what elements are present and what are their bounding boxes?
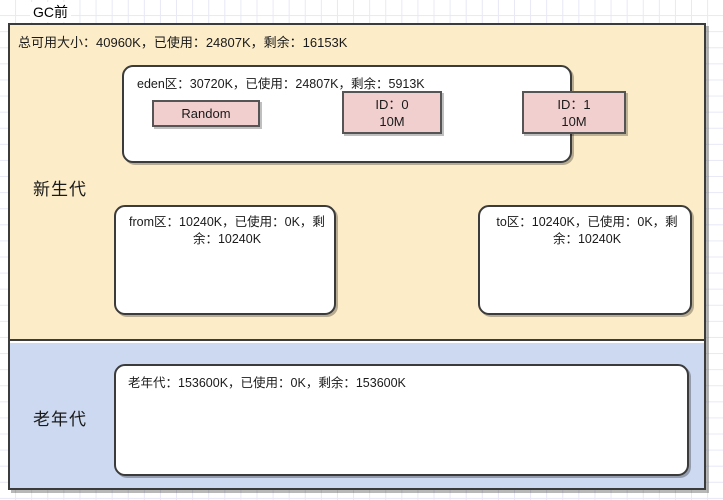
heap-frame: 总可用大小：40960K，已使用：24807K，剩余：16153K 新生代 ed… [8,23,706,490]
old-generation-space-caption: 老年代：153600K，已使用：0K，剩余：153600K [128,376,406,390]
young-generation-summary-text: 总可用大小：40960K，已使用：24807K，剩余：16153K [18,35,348,50]
to-survivor-space-caption: to区：10240K，已使用：0K，剩余：10240K [496,215,678,246]
eden-object-id-0-line1: ID：0 [375,96,409,112]
eden-object-id-0-line2: 10M [379,113,405,129]
from-survivor-space-box: from区：10240K，已使用：0K，剩余：10240K [114,205,336,315]
young-generation-region: 总可用大小：40960K，已使用：24807K，剩余：16153K 新生代 ed… [10,25,704,341]
old-generation-space-box: 老年代：153600K，已使用：0K，剩余：153600K [114,364,689,476]
eden-space-caption: eden区：30720K，已使用：24807K，剩余：5913K [137,77,425,91]
diagram-title: GC前 [30,2,71,22]
eden-object-id-1-line2: 10M [561,113,587,129]
from-survivor-space-caption: from区：10240K，已使用：0K，剩余：10240K [129,215,325,246]
to-survivor-space-box: to区：10240K，已使用：0K，剩余：10240K [478,205,692,315]
eden-object-random: Random [152,100,260,127]
old-generation-region: 老年代 老年代：153600K，已使用：0K，剩余：153600K [10,343,704,488]
young-generation-label: 新生代 [33,180,87,199]
eden-object-id-0: ID：0 10M [342,91,442,134]
old-generation-label: 老年代 [33,410,87,429]
eden-space-box: eden区：30720K，已使用：24807K，剩余：5913K Random … [122,65,626,163]
eden-object-id-1-line1: ID：1 [557,96,591,112]
eden-object-random-line1: Random [181,106,231,121]
eden-object-id-1: ID：1 10M [522,91,626,134]
